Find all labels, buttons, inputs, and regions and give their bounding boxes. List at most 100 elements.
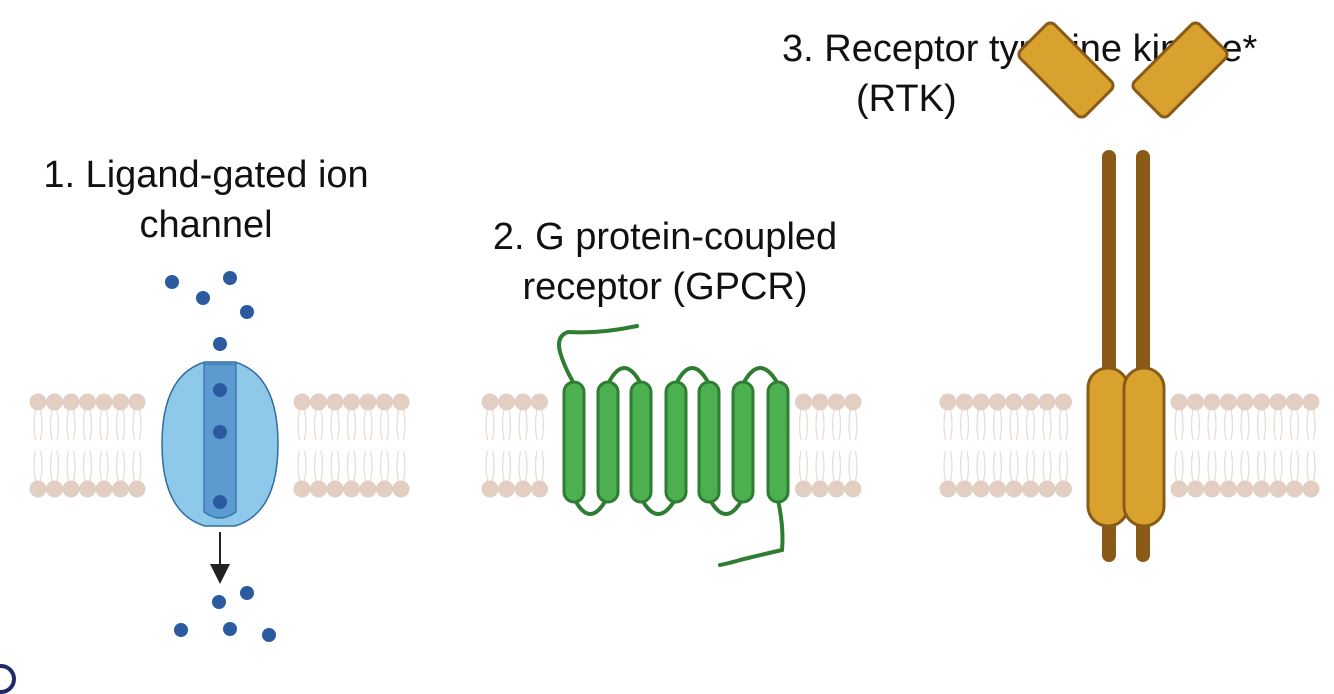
gpcr-helix bbox=[766, 380, 790, 504]
lipid-tail bbox=[524, 409, 528, 441]
ligand-ion-icon bbox=[165, 275, 179, 289]
lipid-tail bbox=[838, 450, 842, 482]
lipid-head bbox=[392, 480, 410, 498]
ligand-ion-icon bbox=[223, 622, 237, 636]
lipid-tail bbox=[1190, 409, 1194, 441]
lipid-tail bbox=[1058, 450, 1062, 482]
lipid-tail bbox=[99, 409, 103, 441]
lipid-tail bbox=[303, 450, 307, 482]
lipid-tail bbox=[313, 409, 317, 441]
lipid-head bbox=[1286, 480, 1303, 498]
lipid-head bbox=[1187, 393, 1204, 411]
lipid-tail bbox=[943, 409, 947, 441]
lipid-tail bbox=[1009, 409, 1013, 441]
lipid-tail bbox=[518, 450, 522, 482]
lipid-tail bbox=[1190, 450, 1194, 482]
lipid-head bbox=[795, 480, 812, 498]
ligand-ion-icon bbox=[223, 271, 237, 285]
lipid-tail bbox=[501, 450, 505, 482]
lipid-head bbox=[46, 480, 63, 498]
lipid-tail bbox=[805, 450, 809, 482]
lipid-tail bbox=[320, 450, 324, 482]
lipid-head bbox=[1022, 480, 1039, 498]
label-ion-channel-line2: channel bbox=[139, 204, 273, 246]
label-rtk-line2: (RTK) bbox=[856, 78, 957, 120]
lipid-head bbox=[326, 480, 344, 498]
lipid-head bbox=[1269, 393, 1287, 411]
lipid-head bbox=[972, 480, 990, 498]
lipid-head bbox=[1220, 480, 1237, 498]
lipid-head bbox=[939, 393, 957, 411]
ligand-ion-icon bbox=[213, 337, 227, 351]
lipid-tail bbox=[831, 450, 835, 482]
lipid-tail bbox=[1009, 450, 1013, 482]
lipid-tail bbox=[1042, 450, 1046, 482]
lipid-tail bbox=[33, 409, 37, 441]
lipid-tail bbox=[848, 409, 852, 441]
lipid-tail bbox=[105, 409, 109, 441]
lipid-tail bbox=[821, 409, 825, 441]
lipid-head bbox=[828, 480, 845, 498]
gpcr-n-terminus bbox=[557, 324, 639, 382]
lipid-head bbox=[844, 393, 862, 411]
lipid-tail bbox=[72, 409, 76, 441]
lipid-tail bbox=[1032, 450, 1036, 482]
lipid-tail bbox=[992, 450, 996, 482]
lipid-tail bbox=[815, 450, 819, 482]
lipid-head bbox=[293, 393, 311, 411]
lipid-tail bbox=[39, 450, 43, 482]
ion-channel-pore bbox=[203, 363, 237, 519]
lipid-head bbox=[95, 480, 113, 498]
lipid-head bbox=[939, 480, 957, 498]
lipid-tail bbox=[303, 409, 307, 441]
gpcr-helix bbox=[629, 380, 653, 504]
lipid-tail bbox=[49, 409, 53, 441]
lipid-tail bbox=[1230, 450, 1234, 482]
lipid-tail bbox=[1015, 409, 1019, 441]
lipid-tail bbox=[1197, 450, 1201, 482]
lipid-head bbox=[1269, 480, 1287, 498]
lipid-tail bbox=[1273, 409, 1277, 441]
lipid-tail bbox=[122, 450, 126, 482]
lipid-tail bbox=[1312, 409, 1316, 441]
membrane-bilayer-icon bbox=[939, 393, 1320, 498]
lipid-head bbox=[359, 480, 377, 498]
lipid-head bbox=[1170, 393, 1188, 411]
lipid-tail bbox=[798, 409, 802, 441]
lipid-tail bbox=[1180, 409, 1184, 441]
ligand-ions-inside bbox=[174, 586, 276, 642]
lipid-tail bbox=[966, 450, 970, 482]
lipid-head bbox=[128, 480, 146, 498]
lipid-head bbox=[1220, 393, 1237, 411]
lipid-head bbox=[79, 480, 96, 498]
lipid-head bbox=[79, 393, 96, 411]
lipid-head bbox=[811, 393, 829, 411]
lipid-tail bbox=[541, 409, 545, 441]
lipid-tail bbox=[1296, 450, 1300, 482]
lipid-tail bbox=[1263, 409, 1267, 441]
gpcr-helix bbox=[664, 380, 688, 504]
lipid-tail bbox=[369, 450, 373, 482]
lipid-tail bbox=[56, 450, 60, 482]
gpcr-helix bbox=[596, 380, 620, 504]
gpcr-helix bbox=[731, 380, 755, 504]
lipid-tail bbox=[353, 450, 357, 482]
lipid-tail bbox=[534, 409, 538, 441]
lipid-tail bbox=[1015, 450, 1019, 482]
ligand-ion-icon bbox=[174, 623, 188, 637]
lipid-tail bbox=[1312, 450, 1316, 482]
lipid-head bbox=[1022, 393, 1039, 411]
lipid-head bbox=[62, 480, 80, 498]
lipid-tail bbox=[798, 450, 802, 482]
lipid-tail bbox=[854, 409, 858, 441]
lipid-tail bbox=[1240, 450, 1244, 482]
lipid-head bbox=[1055, 480, 1072, 498]
lipid-head bbox=[1253, 480, 1270, 498]
lipid-tail bbox=[1180, 450, 1184, 482]
lipid-tail bbox=[1032, 409, 1036, 441]
lipid-tail bbox=[1289, 450, 1293, 482]
lipid-tail bbox=[815, 409, 819, 441]
lipid-tail bbox=[330, 409, 334, 441]
lipid-tail bbox=[1256, 450, 1260, 482]
lipid-tail bbox=[66, 409, 70, 441]
